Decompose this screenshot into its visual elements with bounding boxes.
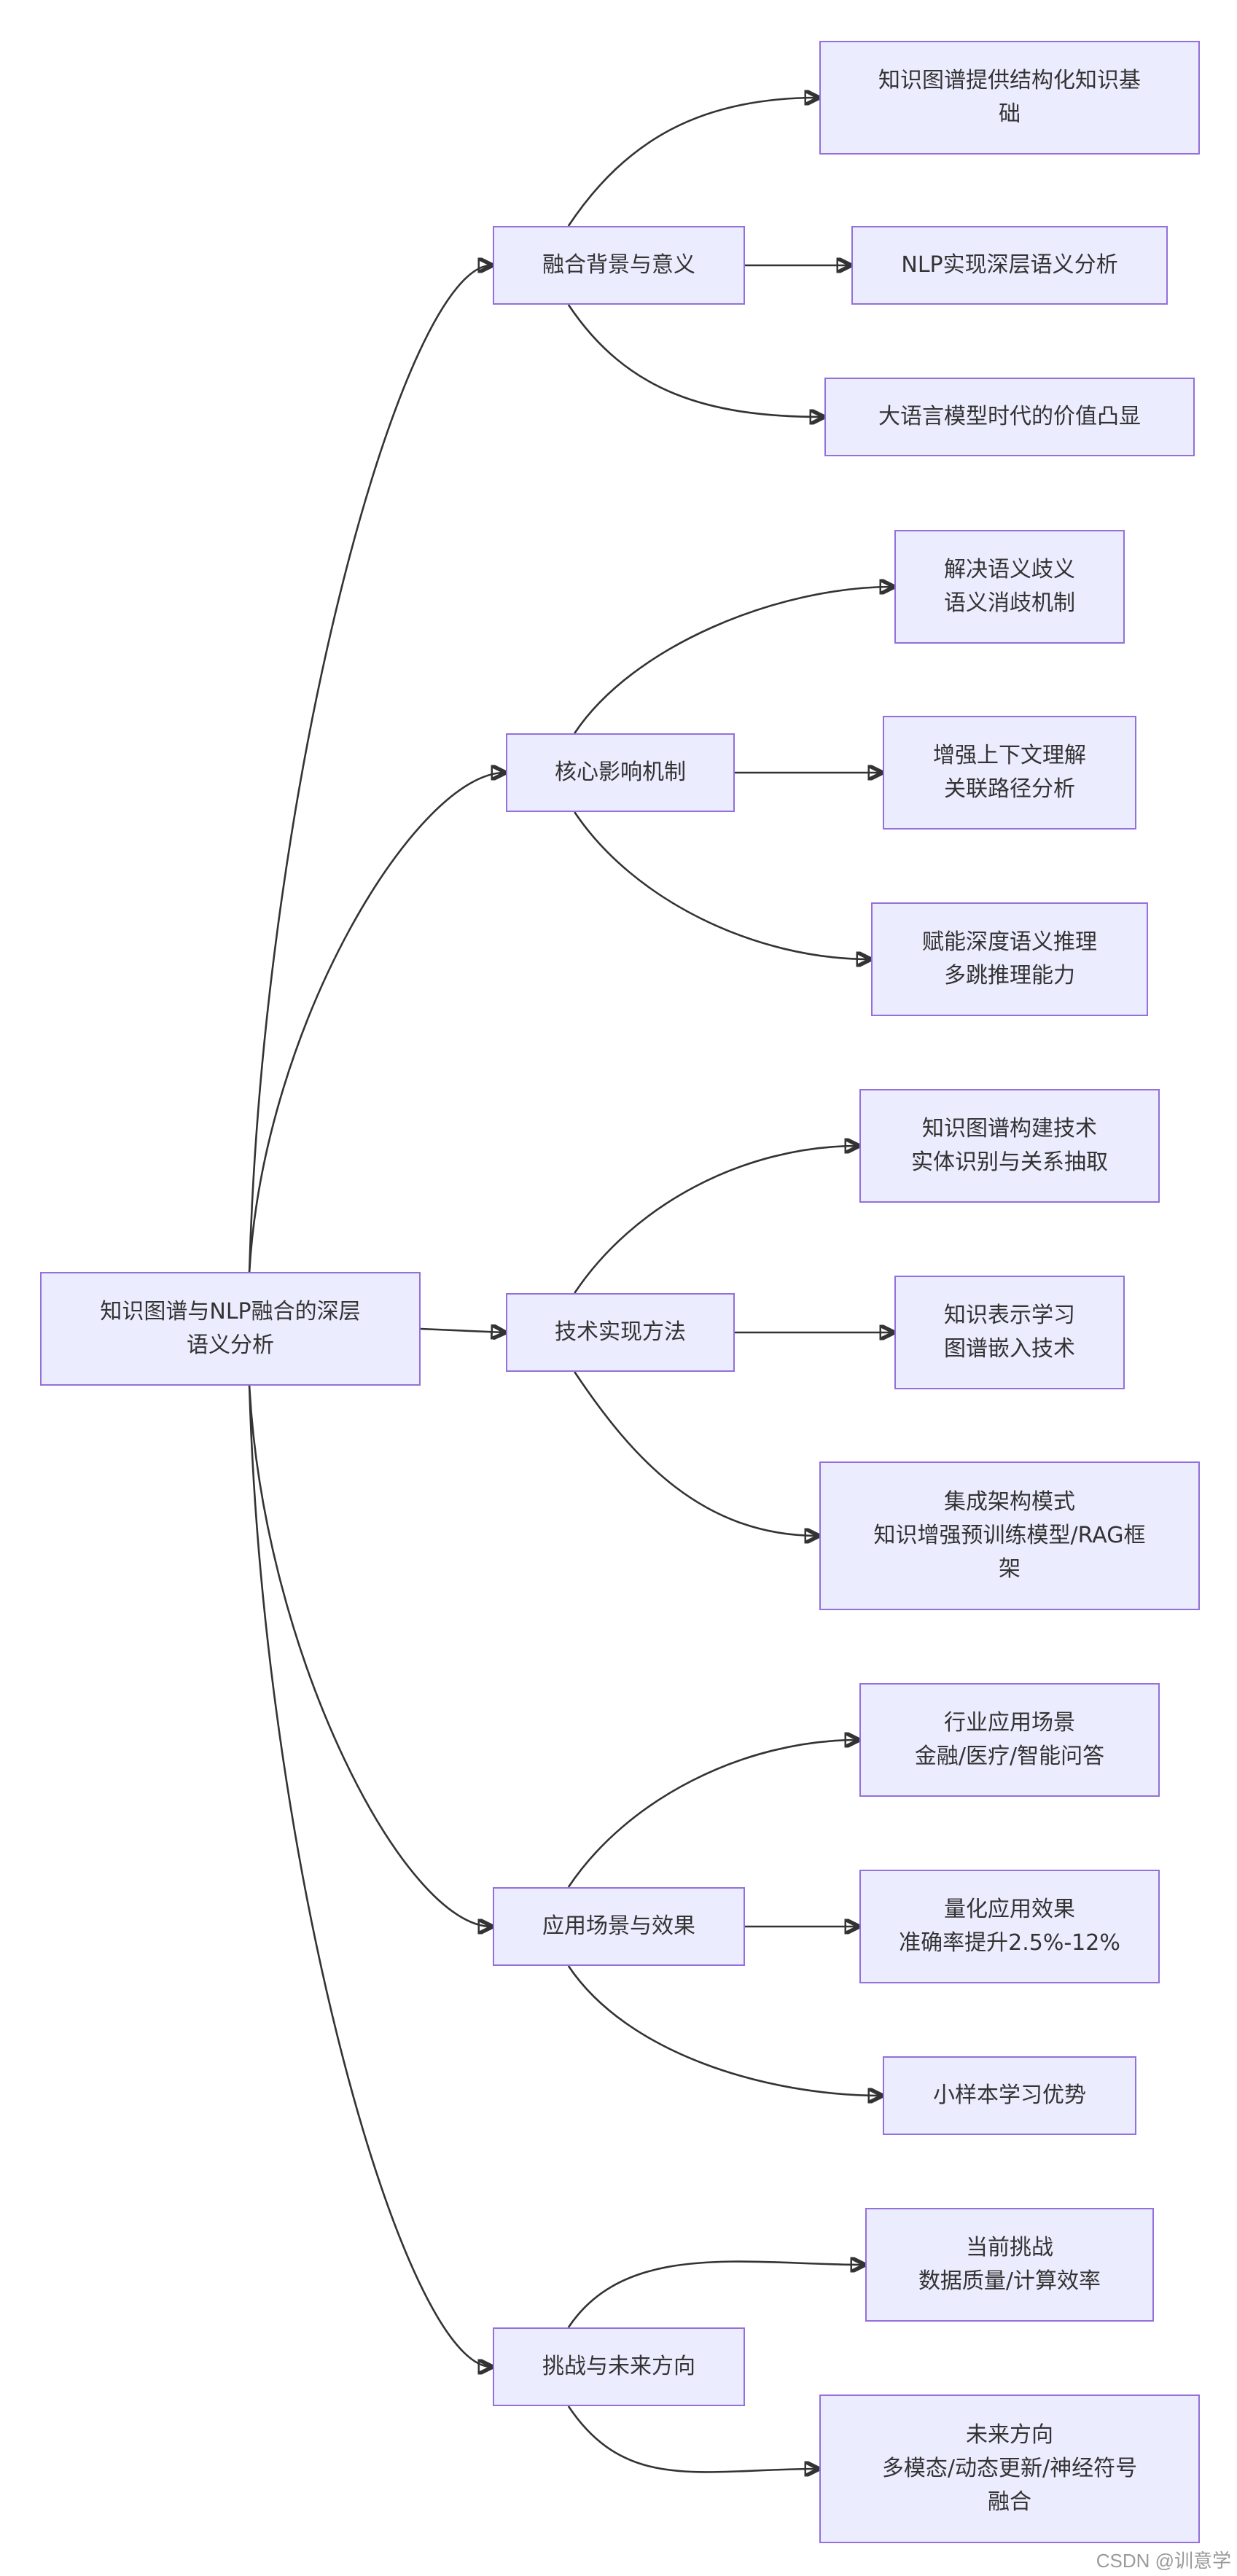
branch-node-techniques: 技术实现方法 — [506, 1293, 735, 1372]
branch-node-background: 融合背景与意义 — [493, 226, 745, 305]
leaf-node-line: 多跳推理能力 — [944, 963, 1075, 988]
leaf-node-reasoning: 赋能深度语义推理 多跳推理能力 — [871, 902, 1148, 1016]
edge-b3-b3c1 — [574, 1146, 858, 1294]
edge-b5-b5c2 — [567, 2405, 818, 2472]
leaf-node-current-challenges: 当前挑战 数据质量/计算效率 — [865, 2208, 1154, 2322]
edge-root-b1 — [248, 265, 491, 1273]
leaf-node-quantified-effect: 量化应用效果 准确率提升2.5%-12% — [859, 1870, 1160, 1983]
leaf-node-line: 关联路径分析 — [944, 776, 1075, 802]
branch-node-mechanism-label: 核心影响机制 — [555, 760, 686, 785]
leaf-node-line: 集成架构模式 — [944, 1489, 1075, 1515]
leaf-node-industry: 行业应用场景 金融/医疗/智能问答 — [859, 1683, 1160, 1797]
leaf-node-deep-semantic: NLP实现深层语义分析 — [851, 226, 1168, 305]
leaf-node-line: 多模态/动态更新/神经符号 — [881, 2456, 1138, 2481]
leaf-node-line: 解决语义歧义 — [944, 557, 1075, 582]
branch-node-challenges: 挑战与未来方向 — [493, 2327, 745, 2406]
branch-node-challenges-label: 挑战与未来方向 — [542, 2354, 695, 2379]
leaf-node-kg-construction: 知识图谱构建技术 实体识别与关系抽取 — [859, 1089, 1160, 1203]
leaf-node-line: 架 — [999, 1556, 1021, 1582]
leaf-node-disambiguation: 解决语义歧义 语义消歧机制 — [894, 530, 1125, 644]
leaf-node-line: 当前挑战 — [966, 2235, 1053, 2260]
root-node-line-1: 知识图谱与NLP融合的深层 — [100, 1299, 361, 1324]
edge-b2-b2c1 — [574, 587, 893, 734]
edge-b5-b5c1 — [567, 2262, 864, 2328]
edge-b4-b4c1 — [567, 1740, 858, 1888]
branch-node-background-label: 融合背景与意义 — [542, 252, 695, 278]
leaf-node-line: 实体识别与关系抽取 — [911, 1150, 1108, 1175]
leaf-node-line: 大语言模型时代的价值凸显 — [878, 404, 1141, 429]
leaf-node-context: 增强上下文理解 关联路径分析 — [883, 716, 1136, 830]
leaf-node-line: 赋能深度语义推理 — [922, 929, 1097, 955]
leaf-node-line: 金融/医疗/智能问答 — [914, 1744, 1105, 1769]
leaf-node-line: 行业应用场景 — [944, 1710, 1075, 1736]
leaf-node-representation: 知识表示学习 图谱嵌入技术 — [894, 1276, 1125, 1389]
leaf-node-line: 未来方向 — [966, 2422, 1053, 2448]
leaf-node-line: NLP实现深层语义分析 — [901, 252, 1118, 278]
branch-node-applications: 应用场景与效果 — [493, 1887, 745, 1966]
leaf-node-line: 增强上下文理解 — [933, 743, 1086, 768]
leaf-node-line: 准确率提升2.5%-12% — [899, 1930, 1120, 1956]
leaf-node-line: 知识图谱提供结构化知识基 — [878, 68, 1141, 93]
leaf-node-architecture: 集成架构模式 知识增强预训练模型/RAG框 架 — [819, 1461, 1200, 1610]
edge-root-b5 — [248, 1385, 491, 2367]
leaf-node-line: 知识增强预训练模型/RAG框 — [873, 1523, 1146, 1548]
leaf-node-few-shot: 小样本学习优势 — [883, 2056, 1136, 2135]
root-node: 知识图谱与NLP融合的深层 语义分析 — [40, 1272, 421, 1386]
edge-root-b3 — [420, 1329, 504, 1332]
leaf-node-line: 础 — [999, 101, 1021, 127]
leaf-node-line: 知识图谱构建技术 — [922, 1116, 1097, 1141]
leaf-node-line: 融合 — [988, 2489, 1031, 2515]
edge-b3-b3c3 — [574, 1371, 818, 1536]
edge-root-b2 — [248, 773, 504, 1273]
leaf-node-line: 语义消歧机制 — [944, 590, 1075, 616]
leaf-node-line: 图谱嵌入技术 — [944, 1336, 1075, 1362]
root-node-line-2: 语义分析 — [187, 1332, 274, 1358]
leaf-node-llm-value: 大语言模型时代的价值凸显 — [824, 378, 1195, 456]
branch-node-mechanism: 核心影响机制 — [506, 733, 735, 812]
edge-b4-b4c3 — [567, 1965, 881, 2096]
branch-node-techniques-label: 技术实现方法 — [555, 1319, 686, 1345]
leaf-node-line: 知识表示学习 — [944, 1303, 1075, 1328]
leaf-node-line: 小样本学习优势 — [933, 2083, 1086, 2108]
edge-b2-b2c3 — [574, 811, 870, 959]
leaf-node-line: 量化应用效果 — [944, 1897, 1075, 1922]
watermark-text: CSDN @训意学 — [1096, 2550, 1231, 2572]
edge-b1-b1c3 — [567, 304, 823, 417]
leaf-node-structured-knowledge: 知识图谱提供结构化知识基 础 — [819, 41, 1200, 155]
edge-b1-b1c1 — [567, 98, 818, 227]
edge-root-b4 — [248, 1385, 491, 1927]
leaf-node-line: 数据质量/计算效率 — [918, 2268, 1101, 2294]
leaf-node-future-directions: 未来方向 多模态/动态更新/神经符号 融合 — [819, 2394, 1200, 2543]
branch-node-applications-label: 应用场景与效果 — [542, 1913, 695, 1939]
